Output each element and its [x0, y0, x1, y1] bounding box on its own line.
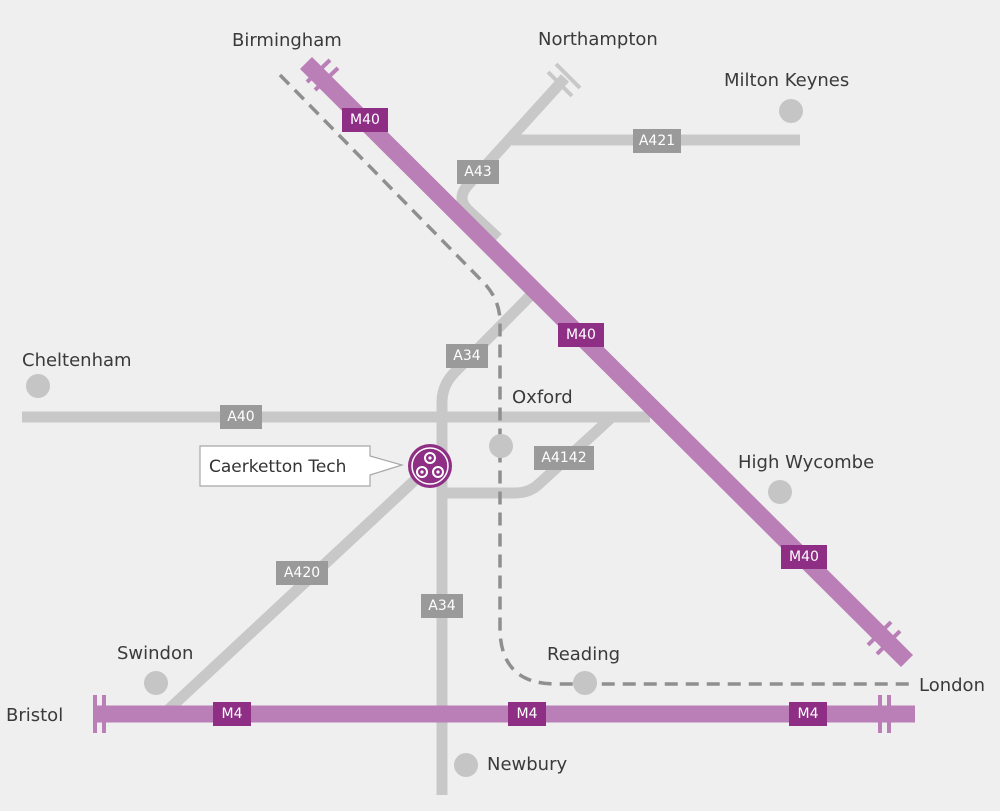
svg-text:A34: A34 — [428, 598, 455, 614]
svg-text:M40: M40 — [350, 112, 380, 128]
shield-m40-top: M40 — [342, 108, 388, 132]
m40-north-end-marker — [305, 58, 340, 92]
svg-text:M4: M4 — [222, 706, 243, 722]
label-northampton: Northampton — [538, 29, 658, 50]
svg-text:M40: M40 — [566, 327, 596, 343]
shield-a421: A421 — [633, 129, 681, 153]
shield-a4142: A4142 — [534, 446, 594, 470]
place-labels: Birmingham Northampton Milton Keynes Che… — [6, 29, 985, 775]
road-a43 — [456, 74, 570, 243]
label-swindon: Swindon — [117, 643, 193, 664]
shield-m40-bottom: M40 — [781, 545, 827, 569]
label-birmingham: Birmingham — [232, 30, 342, 51]
road-a34-north — [436, 292, 534, 490]
swindon-dot — [144, 671, 168, 695]
milton-keynes-dot — [779, 99, 803, 123]
cheltenham-dot — [26, 374, 50, 398]
m4-east-end-marker — [878, 695, 891, 733]
svg-text:M40: M40 — [789, 549, 819, 565]
m40-south-end-marker — [866, 620, 902, 656]
a-roads — [22, 74, 800, 795]
caerketton-tech-callout[interactable]: Caerketton Tech — [199, 445, 405, 487]
label-reading: Reading — [547, 644, 620, 665]
label-cheltenham: Cheltenham — [22, 350, 132, 371]
svg-text:A4142: A4142 — [541, 450, 586, 466]
oxford-dot — [489, 434, 513, 458]
road-a420 — [164, 475, 419, 715]
svg-text:A40: A40 — [227, 409, 254, 425]
motorways — [95, 56, 915, 723]
shield-a420: A420 — [276, 561, 328, 585]
svg-text:M4: M4 — [798, 706, 819, 722]
label-bristol: Bristol — [6, 705, 63, 726]
shield-m4-east: M4 — [789, 702, 827, 726]
newbury-dot — [454, 753, 478, 777]
shield-a34-south: A34 — [421, 594, 463, 618]
label-london: London — [919, 675, 985, 696]
shield-a34-north: A34 — [446, 344, 488, 368]
svg-text:A43: A43 — [464, 164, 491, 180]
town-dots — [26, 99, 803, 777]
shield-m4-centre: M4 — [508, 702, 546, 726]
label-newbury: Newbury — [487, 754, 567, 775]
caerketton-logo-icon[interactable] — [408, 444, 452, 488]
a43-north-end-marker — [546, 62, 582, 98]
svg-text:A420: A420 — [284, 565, 320, 581]
svg-text:A34: A34 — [453, 348, 480, 364]
road-shields: M40 M40 M40 M4 M4 M4 A43 A421 A34 A40 A4… — [213, 108, 827, 726]
callout-box — [199, 445, 405, 487]
road-a4142 — [442, 412, 616, 499]
callout-label: Caerketton Tech — [209, 457, 346, 477]
shield-m4-west: M4 — [213, 702, 251, 726]
shield-a40: A40 — [220, 405, 262, 429]
label-high-wycombe: High Wycombe — [738, 452, 874, 473]
route-end-markers — [93, 58, 902, 733]
svg-text:A421: A421 — [639, 133, 675, 149]
reading-dot — [573, 671, 597, 695]
label-oxford: Oxford — [512, 387, 573, 408]
road-m40 — [300, 56, 913, 668]
label-milton-keynes: Milton Keynes — [724, 70, 849, 91]
railway-line — [278, 73, 910, 686]
svg-text:M4: M4 — [517, 706, 538, 722]
high-wycombe-dot — [768, 480, 792, 504]
shield-a43: A43 — [457, 160, 499, 184]
m4-west-end-marker — [93, 695, 106, 733]
shield-m40-middle: M40 — [558, 323, 604, 347]
